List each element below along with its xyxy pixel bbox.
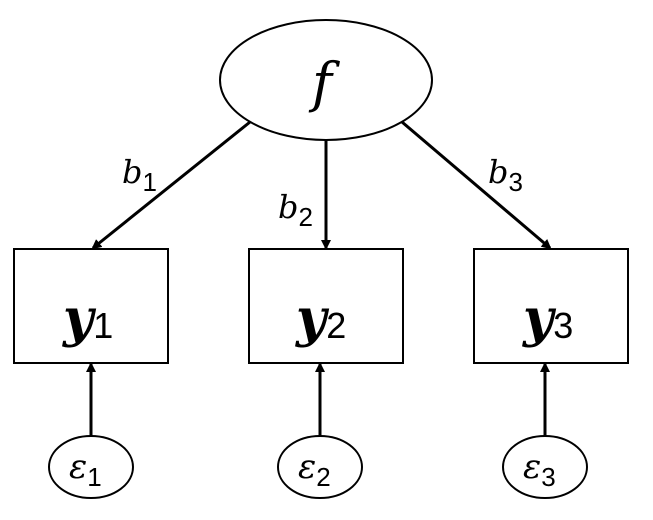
observed-label-2: y2 — [295, 288, 346, 349]
observed-box-3 — [473, 248, 629, 364]
observed-label-3: y3 — [522, 288, 573, 349]
factor-node: f — [219, 19, 433, 141]
observed-node-2: y2 — [248, 248, 404, 364]
loading-arrow-1 — [91, 120, 251, 250]
observed-node-3: y3 — [473, 248, 629, 364]
error-label-3: ε3 — [523, 447, 556, 492]
loading-arrow-3 — [401, 120, 552, 250]
loading-label-2: b2 — [278, 188, 313, 232]
error-ellipse-1 — [48, 435, 134, 499]
loading-label-3: b3 — [488, 153, 523, 197]
observed-node-1: y1 — [13, 248, 169, 364]
loading-label-1: b1 — [122, 153, 157, 197]
error-node-3: ε3 — [502, 435, 588, 499]
observed-box-2 — [248, 248, 404, 364]
error-ellipse-2 — [277, 435, 363, 499]
error-node-1: ε1 — [48, 435, 134, 499]
error-ellipse-3 — [502, 435, 588, 499]
error-label-1: ε1 — [69, 447, 102, 492]
observed-label-1: y1 — [62, 288, 113, 349]
error-label-2: ε2 — [298, 447, 331, 492]
error-node-2: ε2 — [277, 435, 363, 499]
